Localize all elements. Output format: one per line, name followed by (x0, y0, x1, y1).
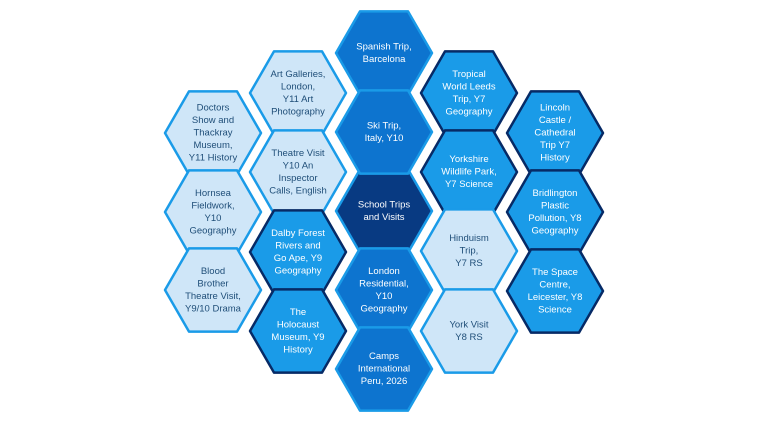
hex-label-space-line-3: Science (538, 304, 572, 315)
hex-label-dalby-line-3: Geography (274, 265, 321, 276)
hex-label-dalby-line-0: Dalby Forest (271, 228, 325, 239)
hex-label-dalby-line-2: Go Ape, Y9 (274, 253, 322, 264)
hex-label-tropical-line-0: Tropical (452, 69, 485, 80)
hex-label-space-line-0: The Space (532, 267, 578, 278)
hex-label-camps-line-2: Peru, 2026 (361, 376, 407, 387)
hex-spanish: Spanish Trip, Barcelona (334, 10, 434, 96)
hex-label-ski-line-0: Ski Trip, (367, 120, 401, 131)
hex-label-tropical-line-3: Geography (445, 106, 492, 117)
hex-label-blood-line-1: Brother (197, 278, 228, 289)
hex-shape-york (419, 288, 519, 374)
hex-label-theatre-line-2: Inspector (278, 173, 317, 184)
hex-label-lincoln-line-2: Cathedral (534, 128, 575, 139)
hex-label-hornsea-line-2: Y10 (205, 213, 222, 224)
hex-label-dalby-line-1: Rivers and (275, 240, 320, 251)
hex-label-holocaust-line-1: Holocaust (277, 319, 320, 330)
hex-label-theatre-line-1: Y10 An (283, 160, 314, 171)
hex-label-london-line-2: Y10 (376, 291, 393, 302)
hexagon-layer: School Trips and Visits Spanish Trip, Barce… (163, 10, 605, 412)
hex-shape-blood (163, 247, 263, 333)
hex-label-bridlington-line-3: Geography (531, 225, 578, 236)
hex-shape-holocaust (248, 288, 348, 374)
hex-label-tropical-line-2: Trip, Y7 (453, 94, 486, 105)
hex-center: School Trips and Visits (334, 168, 434, 254)
hex-label-lincoln-line-4: History (540, 153, 570, 164)
hex-label-art-line-1: London, (281, 81, 315, 92)
hex-label-spanish-line-0: Spanish Trip, (356, 41, 411, 52)
hex-label-yorkshire-line-0: Yorkshire (449, 154, 488, 165)
hex-label-york-line-0: York Visit (449, 319, 488, 330)
hex-label-london-line-3: Geography (360, 303, 407, 314)
hex-label-art-line-3: Photography (271, 106, 325, 117)
hex-label-center-line-0: School Trips (358, 199, 411, 210)
hex-label-holocaust-line-2: Museum, Y9 (271, 332, 324, 343)
hex-label-doctors-line-1: Show and (192, 115, 234, 126)
hex-label-doctors-line-3: Museum, (193, 140, 232, 151)
hex-label-blood-line-3: Y9/10 Drama (185, 303, 242, 314)
hex-label-london-line-1: Residential, (359, 278, 409, 289)
hex-label-space-line-1: Centre, (539, 279, 570, 290)
hex-shape-camps (334, 326, 434, 412)
hex-label-hornsea-line-0: Hornsea (195, 188, 232, 199)
hex-label-holocaust-line-0: The (290, 307, 306, 318)
hex-label-lincoln-line-3: Trip Y7 (540, 140, 570, 151)
hex-shape-ski (334, 89, 434, 175)
hex-york: York Visit Y8 RS (419, 288, 519, 374)
hex-label-hinduism-line-0: Hinduism (449, 233, 489, 244)
hex-label-space-line-2: Leicester, Y8 (528, 292, 583, 303)
hex-label-ski-line-1: Italy, Y10 (365, 133, 404, 144)
hex-label-art-line-2: Y11 Art (283, 94, 314, 105)
hex-label-doctors-line-2: Thackray (193, 128, 232, 139)
hex-label-camps-line-1: International (358, 364, 410, 375)
hex-label-spanish-line-1: Barcelona (363, 54, 406, 65)
hex-shape-space (505, 248, 605, 334)
hex-label-hinduism-line-2: Y7 RS (455, 258, 482, 269)
hex-label-blood-line-0: Blood (201, 266, 225, 277)
hex-label-lincoln-line-1: Castle / (539, 115, 572, 126)
hex-label-bridlington-line-2: Pollution, Y8 (528, 213, 581, 224)
hex-label-yorkshire-line-1: Wildlife Park, (441, 167, 496, 178)
hex-ski: Ski Trip, Italy, Y10 (334, 89, 434, 175)
hex-label-blood-line-2: Theatre Visit, (185, 291, 241, 302)
hex-label-york-line-1: Y8 RS (455, 332, 482, 343)
hex-label-tropical-line-1: World Leeds (442, 81, 495, 92)
hex-label-hornsea-line-3: Geography (189, 225, 236, 236)
hex-label-bridlington-line-0: Bridlington (533, 188, 578, 199)
hex-label-camps-line-0: Camps (369, 351, 399, 362)
hex-label-bridlington-line-1: Plastic (541, 200, 569, 211)
hex-label-doctors-line-4: Y11 History (189, 153, 238, 164)
hex-label-theatre-line-3: Calls, English (269, 185, 327, 196)
hex-label-center-line-1: and Visits (363, 212, 404, 223)
hex-label-london-line-0: London (368, 266, 400, 277)
hex-label-yorkshire-line-2: Y7 Science (445, 179, 493, 190)
hex-label-hinduism-line-1: Trip, (460, 246, 479, 257)
hex-label-art-line-0: Art Galleries, (271, 69, 326, 80)
hex-label-holocaust-line-3: History (283, 344, 313, 355)
hex-label-doctors-line-0: Doctors (197, 103, 230, 114)
hex-label-hornsea-line-1: Fieldwork, (191, 200, 234, 211)
hex-label-theatre-line-0: Theatre Visit (271, 148, 325, 159)
hex-label-lincoln-line-0: Lincoln (540, 103, 570, 114)
